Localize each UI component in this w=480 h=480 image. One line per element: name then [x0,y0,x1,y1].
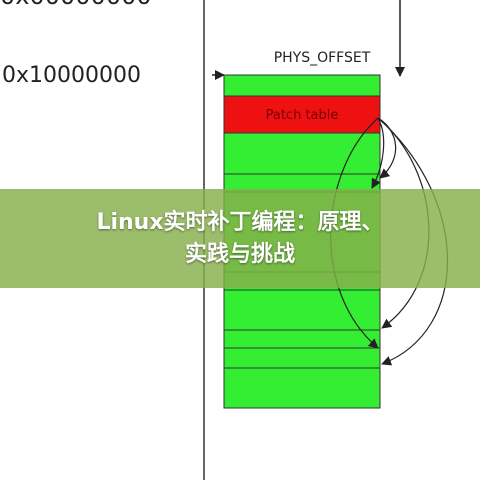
patch-table-label: Patch table [266,108,339,123]
memory-segment [223,329,381,349]
patch-arrow [371,117,385,189]
overlay-title-line-2: 实践与挑战 [184,241,295,267]
overlay-title-line-1: Linux实时补丁编程：原理、 [96,209,384,235]
memory-segment [223,367,381,409]
memory-segment [223,347,381,369]
title-overlay-banner: Linux实时补丁编程：原理、 实践与挑战 [0,189,480,288]
patch-arrow [377,117,397,179]
phys-offset-label: PHYS_OFFSET [274,50,371,66]
top-address-label: 0x00000000 [0,0,152,10]
overlay-title: Linux实时补丁编程：原理、 实践与挑战 [0,189,480,288]
memory-segment [223,289,381,331]
base-address-label: 0x10000000 [2,63,141,88]
memory-segment [223,74,381,97]
patch-table-segment [223,95,381,134]
memory-segment [223,132,381,175]
